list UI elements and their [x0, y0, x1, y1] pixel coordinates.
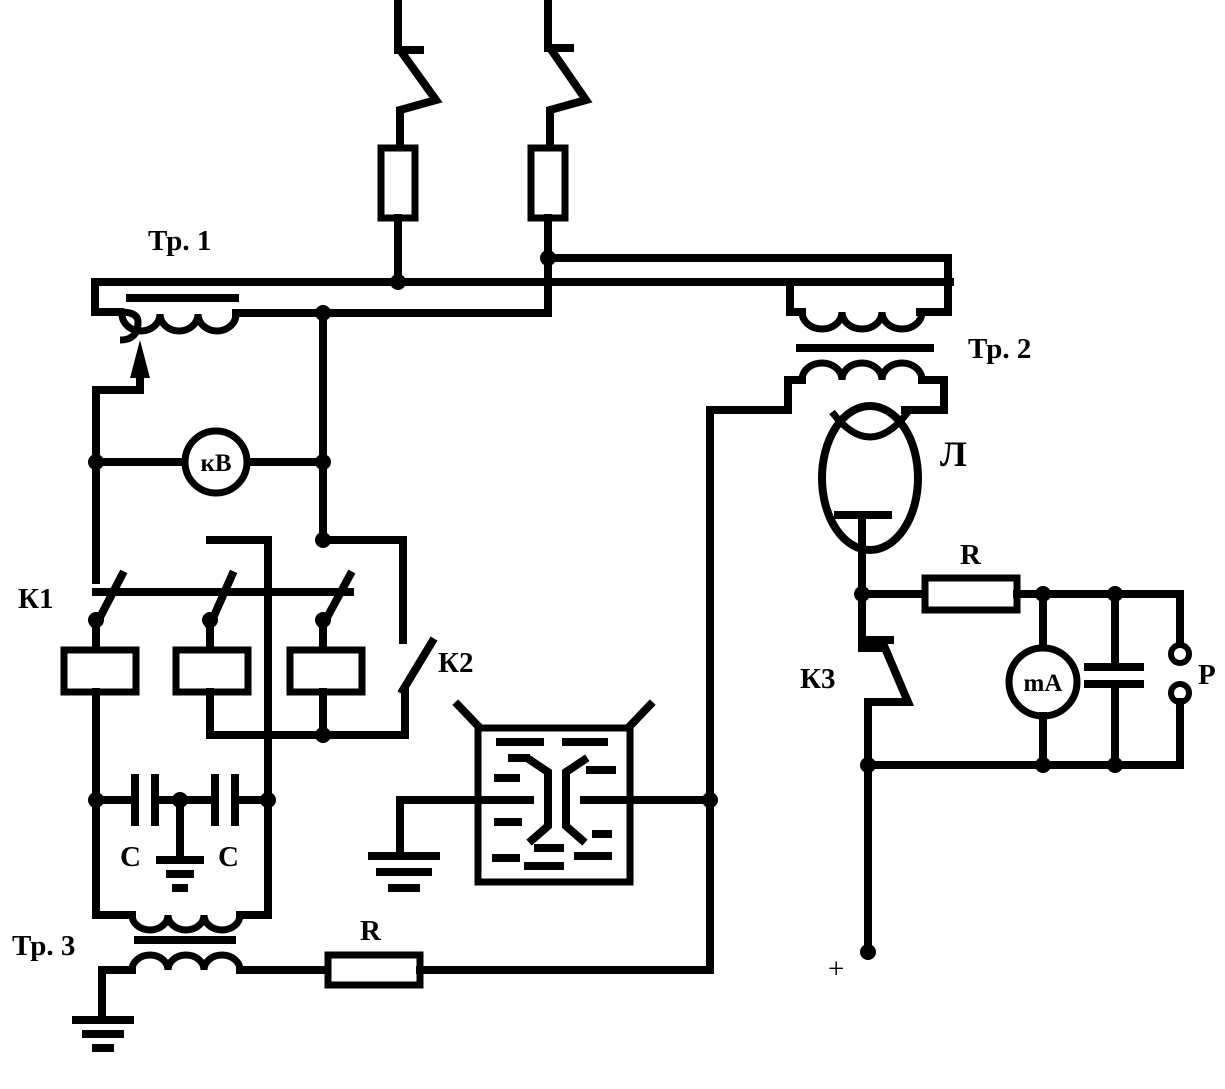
- label-c-right: С: [218, 841, 239, 873]
- kilovoltmeter: кВ: [92, 427, 327, 497]
- transformer-tr3: [72, 796, 332, 1052]
- fuse-left: [377, 144, 419, 222]
- label-plus: +: [828, 953, 844, 985]
- label-r-bottom: R: [360, 915, 382, 947]
- label-c-left: С: [120, 841, 141, 873]
- junctions: [88, 250, 1123, 960]
- resistor-bottom: [324, 951, 714, 989]
- ma-meter-label: mA: [1024, 670, 1063, 697]
- label-lamp: Л: [940, 434, 967, 474]
- label-tr2: Тр. 2: [968, 333, 1031, 365]
- label-r-top: R: [960, 539, 982, 571]
- oil-test-cell: [368, 699, 714, 892]
- label-p: Р: [1198, 659, 1216, 691]
- fuse-right: [527, 144, 569, 222]
- label-k2: К2: [438, 647, 474, 679]
- transformer-tr1: [91, 278, 954, 584]
- labels: Тр. 1 Тр. 2 Тр. 3 К1 К2 К3 Л R R С С Р +: [12, 225, 1216, 985]
- mains-input: [377, 0, 593, 317]
- label-tr3: Тр. 3: [12, 930, 75, 962]
- label-tr1: Тр. 1: [148, 225, 211, 257]
- measurement-circuit: mA: [858, 574, 1192, 956]
- transformer-tr2: [544, 254, 952, 974]
- kv-meter-label: кВ: [200, 450, 231, 477]
- capacitors-cc: [92, 774, 272, 892]
- label-k3: К3: [800, 663, 836, 695]
- label-k1: К1: [18, 583, 54, 615]
- lamp-l: [818, 402, 922, 644]
